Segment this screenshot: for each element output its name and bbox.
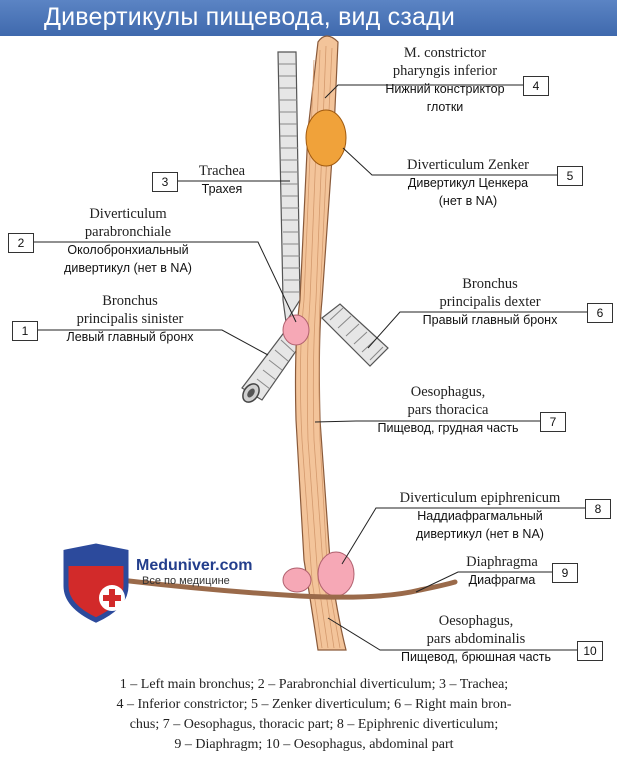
diaphragm [101, 575, 458, 600]
label-right-main-bronchus: Bronchus principalis dexter Правый главн… [422, 276, 558, 327]
label-diaphragm: Diaphragma Диафрагма [466, 554, 538, 587]
legend-line-2: 4 – Inferior constrictor; 5 – Zenker div… [116, 697, 512, 712]
zenker-diverticulum [305, 109, 347, 167]
page-title: Дивертикулы пищевода, вид сзади [44, 3, 456, 31]
label-trachea: Trachea Трахея [198, 163, 246, 196]
label-oesophagus-abdominal: Oesophagus, pars abdominalis Пищевод, бр… [400, 613, 552, 664]
label-zenker-diverticulum: Diverticulum Zenker Дивертикул Ценкера (… [407, 157, 529, 208]
legend-line-1: 1 – Left main bronchus; 2 – Parabronchia… [119, 677, 509, 692]
number-badge-1: 1 [12, 321, 38, 341]
label-epiphrenic-diverticulum: Diverticulum epiphrenicum Наддиафрагмаль… [399, 490, 561, 541]
legend: 1 – Left main bronchus; 2 – Parabronchia… [44, 675, 584, 755]
number-badge-10: 10 [577, 641, 603, 661]
number-badge-2: 2 [8, 233, 34, 253]
number-badge-8: 8 [585, 499, 611, 519]
logo-tagline: Все по медицине [142, 575, 230, 587]
logo: Meduniver.com Все по медицине [136, 557, 252, 587]
trachea [277, 51, 301, 324]
number-badge-6: 6 [587, 303, 613, 323]
right-main-bronchus [321, 303, 389, 367]
parabronchial-diverticulum [282, 314, 310, 346]
logo-shield-icon [63, 543, 129, 623]
label-parabronchial-diverticulum: Diverticulum parabronchiale Околобронхиа… [64, 206, 192, 275]
legend-line-3: chus; 7 – Oesophagus, thoracic part; 8 –… [129, 717, 499, 732]
legend-line-4: 9 – Diaphragm; 10 – Oesophagus, abdomina… [174, 737, 454, 752]
label-oesophagus-thoracic: Oesophagus, pars thoracica Пищевод, груд… [377, 384, 519, 435]
oesophagus [294, 35, 347, 651]
epiphrenic-diverticulum [317, 551, 355, 597]
label-left-main-bronchus: Bronchus principalis sinister Левый глав… [66, 293, 194, 344]
number-badge-7: 7 [540, 412, 566, 432]
number-badge-9: 9 [552, 563, 578, 583]
logo-name: Meduniver.com [136, 557, 253, 574]
leader-lines [32, 84, 588, 651]
number-badge-4: 4 [523, 76, 549, 96]
epiphrenic-diverticulum-left [282, 567, 312, 593]
label-inferior-constrictor: M. constrictor pharyngis inferior Нижний… [385, 45, 505, 114]
title-bar [0, 0, 617, 36]
number-badge-3: 3 [152, 172, 178, 192]
number-badge-5: 5 [557, 166, 583, 186]
